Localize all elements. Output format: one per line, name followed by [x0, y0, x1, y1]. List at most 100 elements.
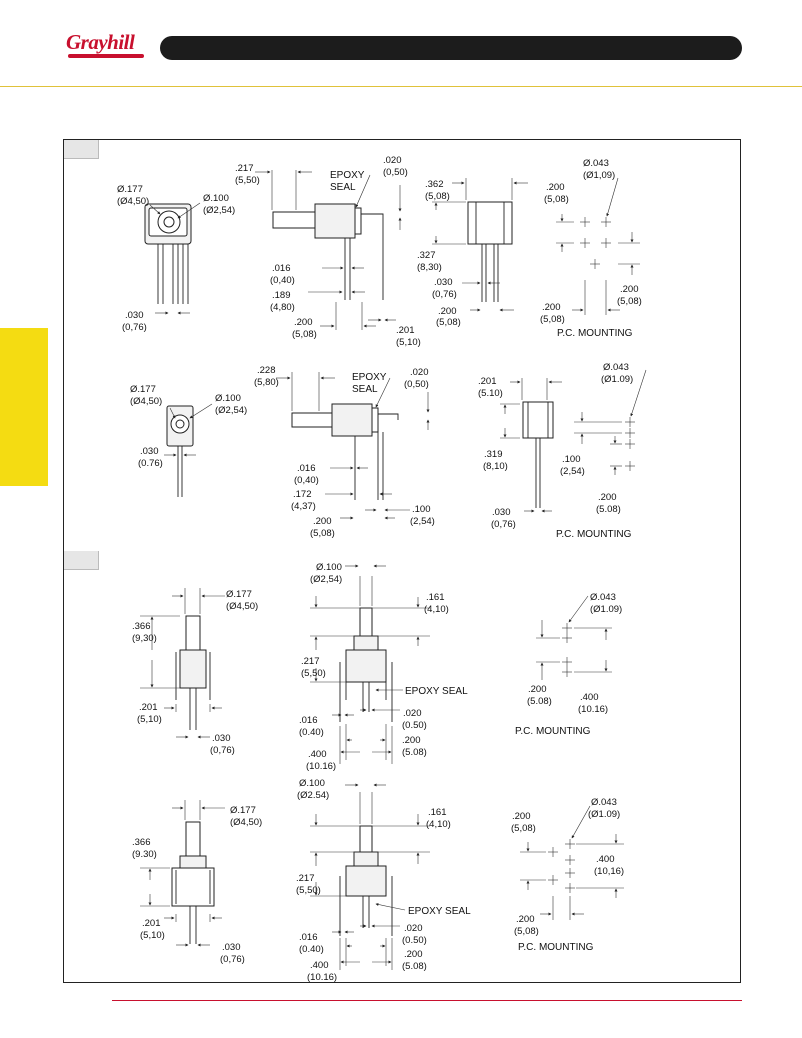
- fig4-pc-hole: Ø.043: [591, 797, 617, 808]
- fig4-side-f: .400: [310, 960, 329, 971]
- fig4-pc-title: P.C. MOUNTING: [518, 942, 594, 953]
- fig2-pc-a: .100: [562, 454, 581, 465]
- fig2-end-c-mm: (0,76): [491, 519, 516, 530]
- fig4-pc-a-mm: (5,08): [511, 823, 536, 834]
- fig2-front-dia-hole: Ø.100: [215, 393, 241, 404]
- fig1-pc-a: .200: [546, 182, 565, 193]
- fig3-front-a-mm: (9,30): [132, 633, 157, 644]
- fig2-end-view: .201 (5.10) .319 (8,10) .030 (0,76): [478, 376, 562, 530]
- fig3-front-b: .201: [139, 702, 158, 713]
- fig1-side-seal-1: EPOXY: [330, 170, 365, 181]
- fig2-side-f: .100: [412, 504, 431, 515]
- fig4-side-dia: Ø.100: [299, 778, 325, 789]
- fig2-side-b: .020: [410, 367, 429, 378]
- fig1-side-b: .020: [383, 155, 402, 166]
- fig3-side-f-mm: (10.16): [306, 761, 336, 772]
- fig2-end-a: .201: [478, 376, 497, 387]
- section-side-tab: [0, 328, 48, 486]
- fig1-end-d-mm: (5,08): [436, 317, 461, 328]
- fig3-front-a: .366: [132, 621, 151, 632]
- fig1-pc-b-mm: (5,08): [617, 296, 642, 307]
- fig4-side-view: Ø.100 (Ø2.54) .161 (4,10) .217 (5,50) EP…: [296, 778, 471, 983]
- fig3-pc-a: .200: [528, 684, 547, 695]
- fig2-side-d-mm: (4,37): [291, 501, 316, 512]
- fig1-pc-title: P.C. MOUNTING: [557, 328, 633, 339]
- fig3-side-e-mm: (5.08): [402, 747, 427, 758]
- fig2-end-b-mm: (8,10): [483, 461, 508, 472]
- fig4-pc-mounting: Ø.043 (Ø1.09) .200 (5,08) .400 (10,16) .…: [511, 797, 624, 953]
- fig1-end-a: .362: [425, 179, 444, 190]
- fig4-front-c: .030: [222, 942, 241, 953]
- fig3-side-a-mm: (4,10): [424, 604, 449, 615]
- fig3-front-view: Ø.177 (Ø4,50) .366 (9,30) .201 (5,10) .0…: [132, 588, 258, 756]
- fig3-pc-b-mm: (10.16): [578, 704, 608, 715]
- fig3-side-d-mm: (0.50): [402, 720, 427, 731]
- fig4-pc-b: .400: [596, 854, 615, 865]
- header-divider: [0, 86, 802, 87]
- fig4-side-a: .161: [428, 807, 447, 818]
- grayhill-logo: Grayhill: [66, 30, 148, 64]
- logo-text: Grayhill: [66, 30, 135, 54]
- fig4-front-b: .201: [142, 918, 161, 929]
- footer-rule: [112, 1000, 742, 1001]
- fig1-side-seal-2: SEAL: [330, 182, 356, 193]
- fig2-pc-b: .200: [598, 492, 617, 503]
- fig4-front-c-mm: (0,76): [220, 954, 245, 965]
- fig2-pc-mounting: Ø.043 (Ø1.09) .100 (2,54) .200 (5.08) P.…: [556, 362, 647, 540]
- fig3-side-f: .400: [308, 749, 327, 760]
- fig2-side-seal-1: EPOXY: [352, 372, 387, 383]
- fig2-pc-a-mm: (2,54): [560, 466, 585, 477]
- fig1-front-pin-mm: (0,76): [122, 322, 147, 333]
- figure-tab-lower: [64, 551, 99, 570]
- fig2-front-pin: .030: [140, 446, 159, 457]
- fig4-side-c: .016: [299, 932, 318, 943]
- fig4-front-view: Ø.177 (Ø4,50) .366 (9.30) .201 (5,10) .0…: [132, 800, 262, 965]
- fig3-side-b-mm: (5,50): [301, 668, 326, 679]
- fig3-pc-b: .400: [580, 692, 599, 703]
- fig2-side-c: .016: [297, 463, 316, 474]
- logo-swoosh: [68, 54, 144, 58]
- fig4-side-d: .020: [404, 923, 423, 934]
- fig2-side-a: .228: [257, 365, 276, 376]
- fig1-side-d: .189: [272, 290, 291, 301]
- fig4-pc-b-mm: (10,16): [594, 866, 624, 877]
- fig4-side-e-mm: (5.08): [402, 961, 427, 972]
- fig2-front-dia-shaft: Ø.177: [130, 384, 156, 395]
- fig1-front-dia-shaft-mm: (Ø4,50): [117, 196, 149, 207]
- fig2-end-a-mm: (5.10): [478, 388, 503, 399]
- fig2-front-dia-hole-mm: (Ø2,54): [215, 405, 247, 416]
- fig2-side-e-mm: (5,08): [310, 528, 335, 539]
- fig1-side-c: .016: [272, 263, 291, 274]
- fig3-side-view: Ø.100 (Ø2,54) .161 (4,10) .217 (5,50) EP…: [299, 562, 468, 772]
- fig1-side-view: .217 (5,50) EPOXY SEAL .020 (0,50) .016 …: [235, 155, 421, 348]
- fig1-side-c-mm: (0,40): [270, 275, 295, 286]
- fig1-side-e-mm: (5,08): [292, 329, 317, 340]
- fig1-side-f: .201: [396, 325, 415, 336]
- fig4-side-f-mm: (10.16): [307, 972, 337, 983]
- fig3-front-dia: Ø.177: [226, 589, 252, 600]
- fig1-end-b-mm: (8,30): [417, 262, 442, 273]
- fig1-side-e: .200: [294, 317, 313, 328]
- fig1-front-dia-hole-mm: (Ø2,54): [203, 205, 235, 216]
- fig2-side-seal-2: SEAL: [352, 384, 378, 395]
- fig1-side-d-mm: (4,80): [270, 302, 295, 313]
- fig3-side-seal: EPOXY SEAL: [405, 686, 468, 697]
- fig1-end-b: .327: [417, 250, 436, 261]
- fig4-pc-c: .200: [516, 914, 535, 925]
- fig4-side-b-mm: (5,50): [296, 885, 321, 896]
- fig2-pc-hole-mm: (Ø1.09): [601, 374, 633, 385]
- fig4-side-dia-mm: (Ø2.54): [297, 790, 329, 801]
- fig1-pc-b: .200: [620, 284, 639, 295]
- fig2-side-c-mm: (0,40): [294, 475, 319, 486]
- fig1-end-c: .030: [434, 277, 453, 288]
- fig4-front-a: .366: [132, 837, 151, 848]
- fig2-side-view: .228 (5,80) EPOXY SEAL .020 (0,50) .016 …: [254, 365, 435, 539]
- fig1-pc-mounting: Ø.043 (Ø1,09) .200 (5,08) .200 (5,08) .2…: [540, 158, 642, 339]
- fig1-side-a: .217: [235, 163, 254, 174]
- fig2-pc-b-mm: (5.08): [596, 504, 621, 515]
- fig3-side-b: .217: [301, 656, 320, 667]
- fig3-front-c: .030: [212, 733, 231, 744]
- fig1-pc-c: .200: [542, 302, 561, 313]
- fig3-pc-hole-mm: (Ø1.09): [590, 604, 622, 615]
- fig1-pc-hole-mm: (Ø1,09): [583, 170, 615, 181]
